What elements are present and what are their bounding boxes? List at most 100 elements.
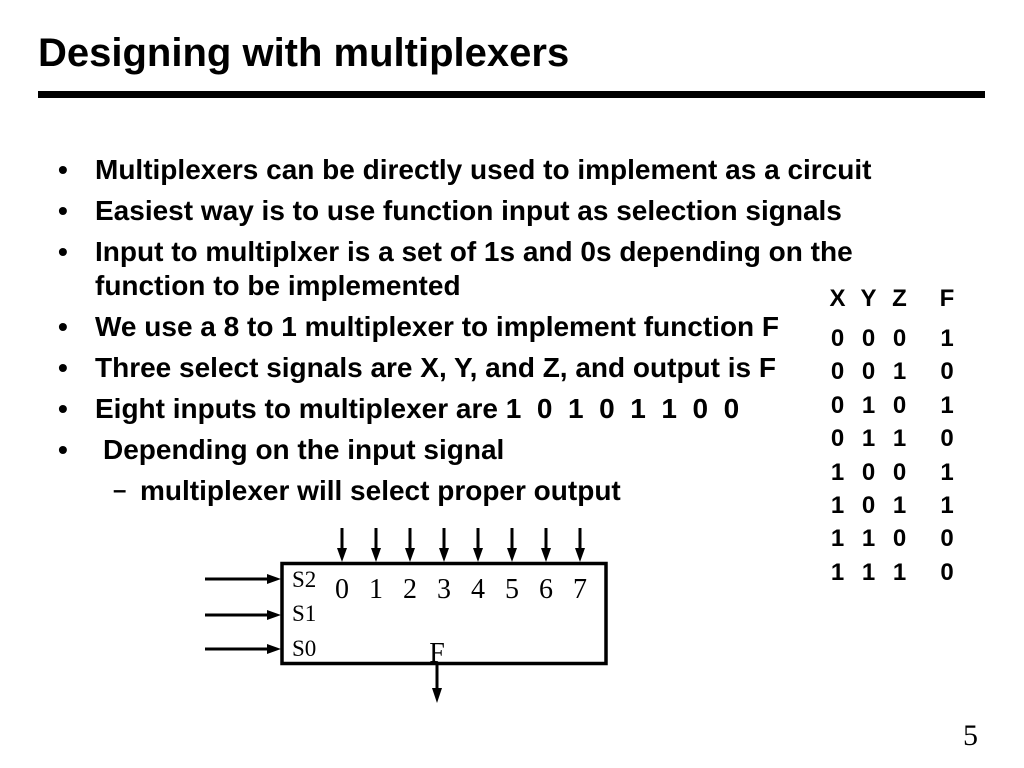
sub-bullet-list: – multiplexer will select proper output	[0, 474, 1000, 508]
bullet-marker: •	[58, 236, 68, 267]
truth-table-header-x: X	[829, 285, 846, 312]
data-input-label: 6	[539, 574, 553, 605]
bullet-marker: •	[58, 393, 68, 424]
bullet-marker: •	[58, 434, 68, 465]
page-number: 5	[963, 719, 978, 752]
arrow-head	[439, 548, 449, 562]
arrow-head	[541, 548, 551, 562]
truth-table-cell-y: 0	[861, 358, 876, 386]
output-label: F	[429, 638, 445, 669]
data-input-label: 1	[369, 574, 383, 605]
truth-table-cell-z: 0	[892, 324, 907, 352]
bullet-marker: •	[58, 154, 68, 185]
truth-table-cell-z: 0	[892, 391, 907, 419]
bullet-text: Easiest way is to use function input as …	[95, 195, 842, 226]
mux-body	[280, 561, 608, 666]
truth-table-cell-f: 0	[940, 358, 954, 386]
truth-table-cell-x: 1	[830, 525, 845, 553]
bullet-list: • Multiplexers can be directly used to i…	[0, 153, 1000, 515]
truth-table-cell-z: 0	[892, 458, 907, 486]
truth-table-cell-f: 1	[940, 491, 954, 519]
truth-table-cell-f: 1	[940, 324, 954, 352]
data-input-label: 7	[573, 574, 587, 605]
truth-table-cell-f: 1	[940, 391, 954, 419]
truth-table-cell-x: 0	[830, 324, 845, 352]
truth-table-cell-y: 1	[861, 391, 876, 419]
sub-bullet-text: multiplexer will select proper output	[140, 475, 621, 506]
data-input-arrow-2	[405, 528, 415, 562]
select-label-s1: S1	[292, 601, 316, 626]
truth-table-cell-z: 1	[892, 358, 907, 386]
bullet-item: • Easiest way is to use function input a…	[0, 194, 1000, 228]
bullet-item: • Multiplexers can be directly used to i…	[0, 153, 1000, 187]
truth-table-cell-z: 1	[892, 425, 907, 453]
data-input-arrow-3	[439, 528, 449, 562]
bullet-marker: •	[58, 311, 68, 342]
truth-table-cell-y: 1	[861, 558, 876, 586]
truth-table-cell-f: 0	[940, 425, 954, 453]
data-input-label: 4	[471, 574, 485, 605]
truth-table-cell-z: 0	[892, 525, 907, 553]
truth-table-cell-f: 0	[940, 558, 954, 586]
truth-table-header: X Y Z F	[822, 282, 979, 315]
arrow-head	[371, 548, 381, 562]
arrow-head	[432, 688, 442, 703]
truth-table-cell-x: 0	[830, 358, 845, 386]
truth-table-header-y: Y	[860, 285, 877, 312]
arrow-head	[267, 644, 281, 654]
sub-bullet-item: – multiplexer will select proper output	[0, 474, 1000, 508]
truth-table-header-z: Z	[892, 285, 907, 312]
truth-table-cell-f: 1	[940, 458, 954, 486]
truth-table-cell-f: 0	[940, 525, 954, 553]
truth-table-cell-x: 1	[830, 491, 845, 519]
bullet-text-continuation: function to be implemented	[95, 270, 461, 301]
select-label-s2: S2	[292, 567, 316, 592]
sub-bullet-marker: –	[113, 477, 127, 504]
arrow-head	[337, 548, 347, 562]
truth-table-cell-x: 0	[830, 391, 845, 419]
data-input-label: 2	[403, 574, 417, 605]
data-input-label: 5	[505, 574, 519, 605]
bullet-text: Input to multiplxer is a set of 1s and 0…	[95, 236, 853, 267]
truth-table-cell-y: 1	[861, 525, 876, 553]
truth-table-cell-x: 1	[830, 458, 845, 486]
truth-table-cell-z: 1	[892, 558, 907, 586]
select-input-arrow-s2	[205, 574, 281, 584]
bullet-item: • Input to multiplxer is a set of 1s and…	[0, 235, 1000, 303]
arrow-head	[473, 548, 483, 562]
bullet-text: We use a 8 to 1 multiplexer to implement…	[95, 311, 780, 342]
data-input-label: 0	[335, 574, 349, 605]
select-input-arrow-s0	[205, 644, 281, 654]
arrow-head	[267, 610, 281, 620]
output-arrow	[432, 665, 442, 703]
truth-table-cell-y: 0	[861, 324, 876, 352]
truth-table-cell-x: 1	[830, 558, 845, 586]
bullet-marker: •	[58, 352, 68, 383]
slide-title: Designing with multiplexers	[38, 31, 570, 75]
bullet-item: • We use a 8 to 1 multiplexer to impleme…	[0, 310, 1000, 344]
select-input-arrow-s1	[205, 610, 281, 620]
bullet-item: • Depending on the input signal – multip…	[0, 433, 1000, 508]
bullet-text: Three select signals are X, Y, and Z, an…	[95, 352, 776, 383]
data-input-arrow-4	[473, 528, 483, 562]
data-input-arrow-6	[541, 528, 551, 562]
data-input-arrow-0	[337, 528, 347, 562]
arrow-head	[267, 574, 281, 584]
bullet-text: Depending on the input signal	[103, 434, 505, 465]
data-input-arrow-7	[575, 528, 585, 562]
truth-table-cell-y: 0	[861, 491, 876, 519]
title-divider	[38, 91, 985, 98]
bullet-text: Multiplexers can be directly used to imp…	[95, 154, 872, 185]
multiplexer-diagram: 0 1 2 3 4 5 6 7 S2 S1 S0 F	[205, 528, 608, 703]
